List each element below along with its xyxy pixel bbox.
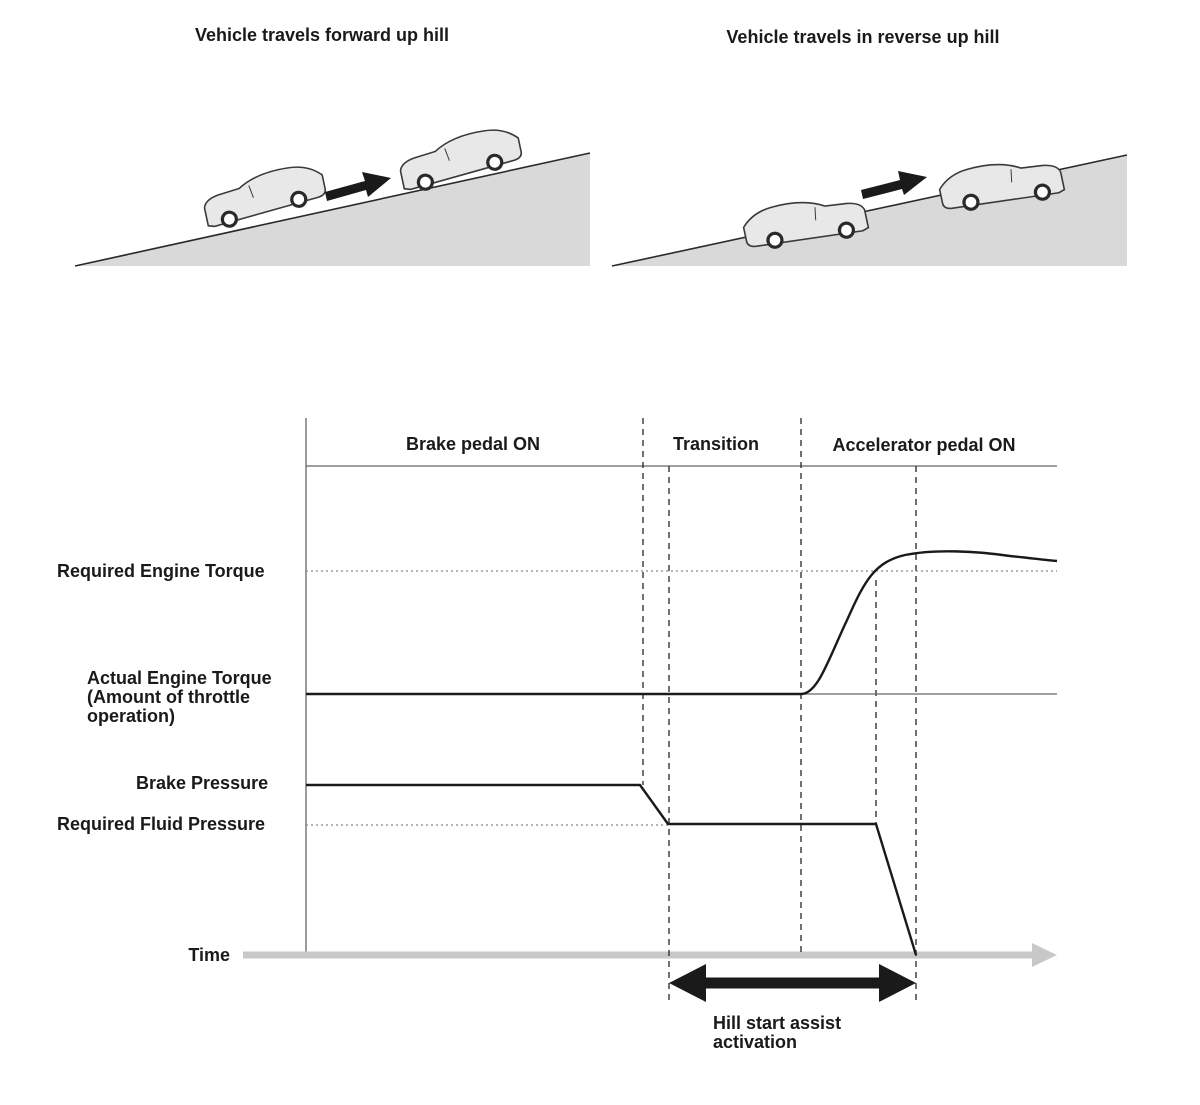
phase-label-accelerator-on: Accelerator pedal ON <box>832 435 1015 455</box>
label-brake-pressure: Brake Pressure <box>136 773 268 793</box>
label-required-engine-torque: Required Engine Torque <box>57 561 265 581</box>
reverse-title: Vehicle travels in reverse up hill <box>726 27 999 47</box>
forward-scene: Vehicle travels forward up hill <box>74 25 591 267</box>
arrow-right-icon <box>861 171 927 199</box>
reverse-scene: Vehicle travels in reverse up hill <box>611 27 1128 267</box>
timing-chart: Brake pedal ON Transition Accelerator pe… <box>57 418 1058 1052</box>
time-axis-arrowhead <box>1032 943 1057 967</box>
hill-start-assist-activation-arrow <box>669 964 916 1002</box>
arrow-right-icon <box>325 172 391 201</box>
time-axis-label: Time <box>188 945 230 965</box>
phase-label-transition: Transition <box>673 434 759 454</box>
forward-title: Vehicle travels forward up hill <box>195 25 449 45</box>
label-actual-engine-torque: Actual Engine Torque (Amount of throttle… <box>87 668 277 726</box>
label-required-fluid-pressure: Required Fluid Pressure <box>57 814 265 834</box>
brake-pressure-curve <box>306 783 918 956</box>
hill-start-assist-activation-label: Hill start assist activation <box>713 1013 846 1052</box>
phase-label-brake-on: Brake pedal ON <box>406 434 540 454</box>
actual-engine-torque-curve <box>306 550 1058 696</box>
